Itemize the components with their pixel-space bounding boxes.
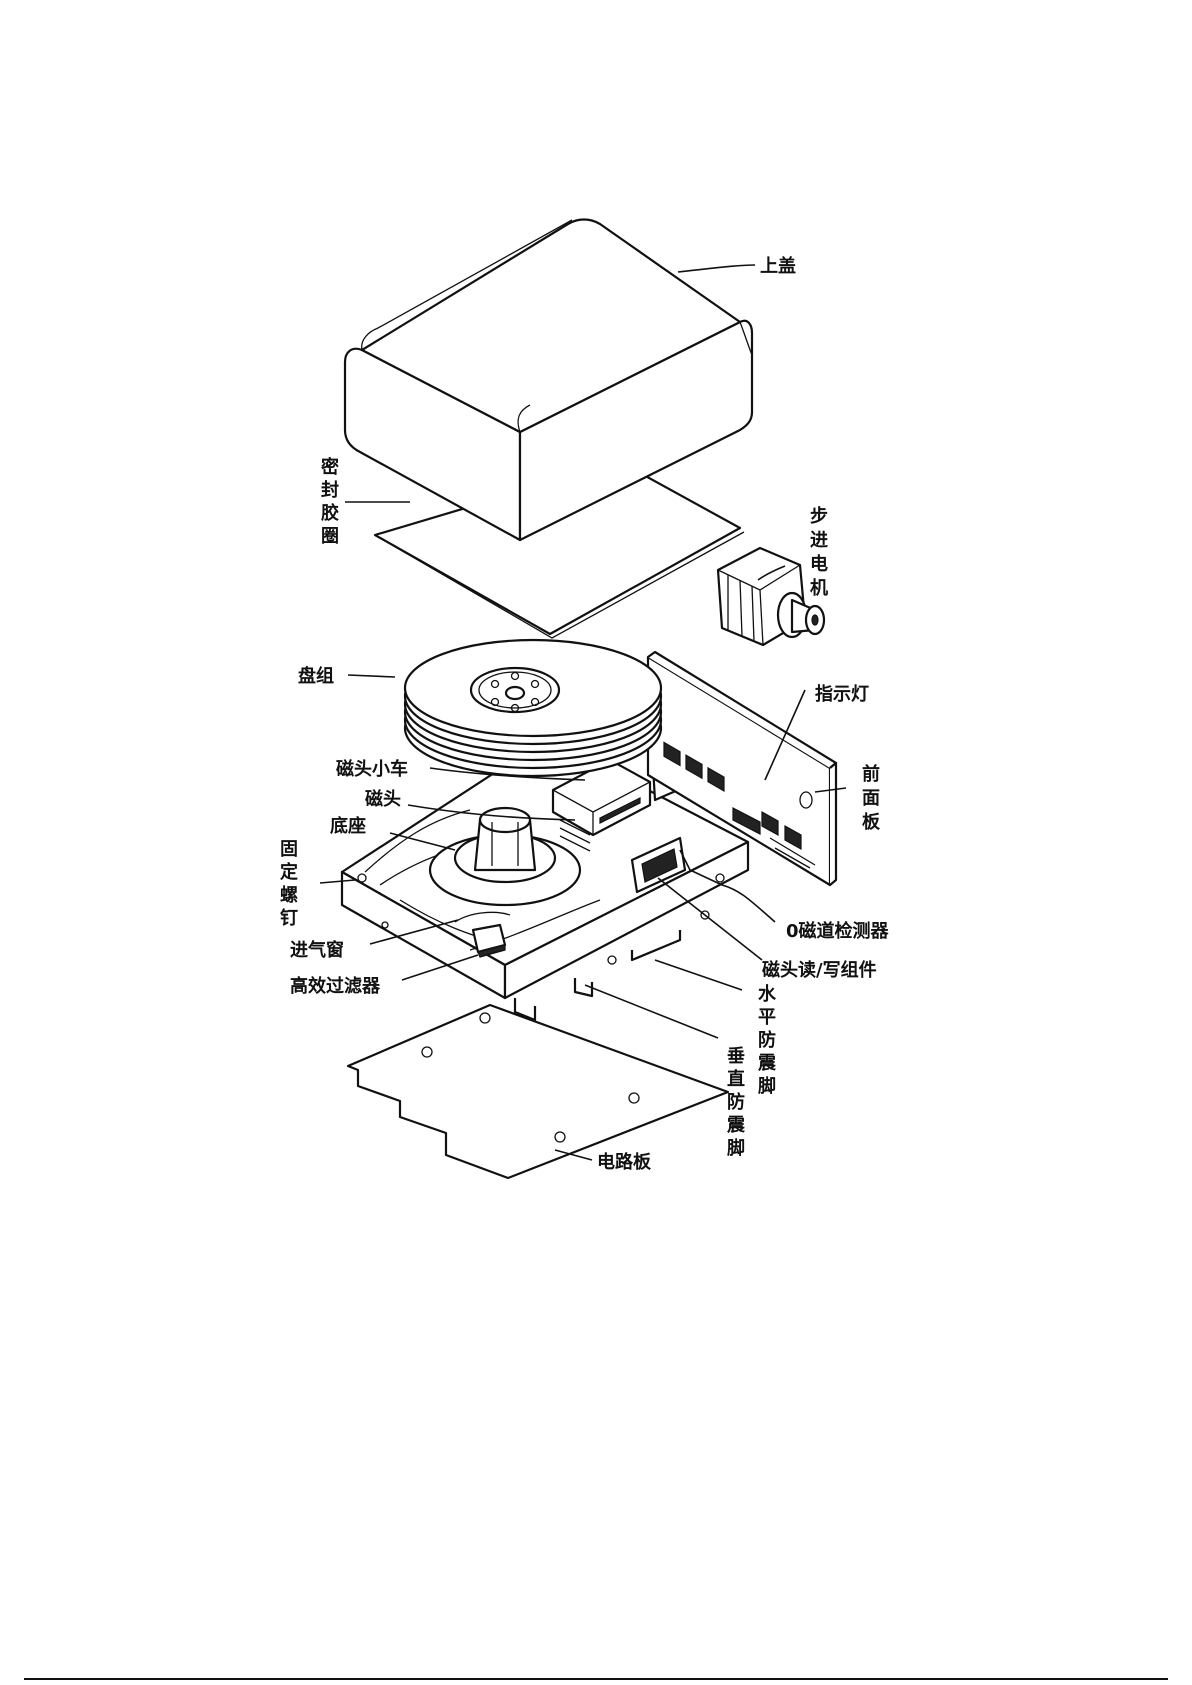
- svg-text:前: 前: [862, 763, 880, 785]
- svg-text:密: 密: [321, 456, 339, 478]
- page-bottom-rule: [24, 1678, 1168, 1680]
- svg-text:螺: 螺: [280, 885, 298, 906]
- label-fixing-screw: 固 定 螺 钉: [280, 839, 298, 929]
- label-top-cover: 上盖: [760, 255, 796, 277]
- svg-text:脚: 脚: [727, 1138, 745, 1159]
- svg-text:板: 板: [862, 811, 881, 833]
- label-circuit-board: 电路板: [597, 1151, 652, 1173]
- svg-text:平: 平: [758, 1007, 776, 1028]
- svg-text:封: 封: [321, 479, 339, 501]
- svg-text:垂: 垂: [727, 1046, 745, 1067]
- svg-text:胶: 胶: [321, 502, 339, 524]
- svg-text:钉: 钉: [280, 907, 298, 929]
- svg-text:进: 进: [810, 530, 828, 551]
- label-head: 磁头: [365, 788, 401, 810]
- label-seal-gasket: 密 封 胶 圈: [321, 456, 339, 547]
- stepper-motor-part: [718, 548, 824, 645]
- label-stepper-motor: 步 进 电 机: [810, 505, 828, 599]
- svg-text:机: 机: [810, 578, 828, 599]
- svg-text:直: 直: [727, 1068, 745, 1090]
- label-platter-stack: 盘组: [298, 665, 334, 687]
- label-head-rw-assembly: 磁头读/写组件: [762, 959, 877, 981]
- svg-text:步: 步: [810, 505, 828, 527]
- svg-text:防: 防: [758, 1029, 776, 1051]
- svg-text:定: 定: [280, 861, 298, 883]
- svg-text:震: 震: [727, 1115, 746, 1136]
- label-indicator-light: 指示灯: [815, 683, 869, 705]
- svg-text:防: 防: [727, 1091, 745, 1113]
- label-base: 底座: [330, 815, 366, 837]
- circuit-board-part: [348, 1005, 728, 1178]
- svg-text:电: 电: [810, 553, 828, 575]
- svg-text:脚: 脚: [758, 1076, 776, 1097]
- svg-text:面: 面: [862, 788, 880, 809]
- label-air-inlet: 进气窗: [290, 939, 344, 961]
- label-hepa-filter: 高效过滤器: [290, 975, 381, 997]
- platter-stack-part: [405, 640, 661, 776]
- svg-text:震: 震: [758, 1053, 777, 1074]
- label-track0-detector: 0磁道检测器: [786, 920, 890, 942]
- svg-text:圈: 圈: [321, 526, 339, 547]
- label-front-panel: 前 面 板: [862, 763, 881, 833]
- top-cover-part: [345, 220, 752, 541]
- svg-text:固: 固: [280, 839, 298, 860]
- label-horizontal-shock-foot: 水 平 防 震 脚: [758, 983, 777, 1097]
- label-head-carriage: 磁头小车: [336, 758, 408, 780]
- label-vertical-shock-foot: 垂 直 防 震 脚: [727, 1046, 746, 1159]
- svg-text:水: 水: [758, 983, 777, 1005]
